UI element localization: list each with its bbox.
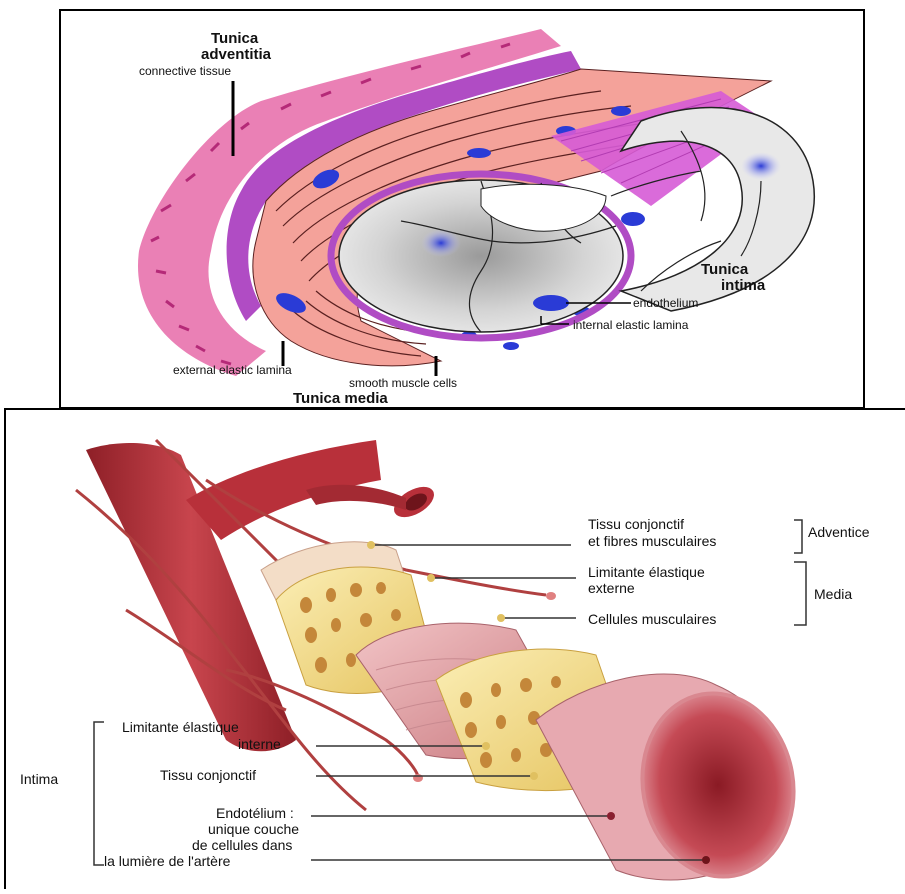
label-tissu-conjonctif-fibres-2: et fibres musculaires [588,533,716,549]
endothelial-nucleus [621,212,645,226]
label-tunica-media: Tunica media [293,390,388,407]
label-limitante-externe-2: externe [588,580,635,596]
label-limitante-externe-1: Limitante élastique [588,564,705,580]
vessel-end [413,774,423,782]
endothelial-nucleus [741,152,781,180]
artery-wall-cross-section-panel: Tunica adventitia connective tissue Tuni… [59,9,865,409]
label-connective-tissue: connective tissue [139,64,231,78]
label-cellules-musculaires: Cellules musculaires [588,611,716,627]
label-endotelium-1: Endotélium : [216,805,294,821]
label-endotelium-4: la lumière de l'artère [104,853,231,869]
label-tunica-intima-1: Tunica [701,261,749,278]
artery-wall-cross-section-diagram: Tunica adventitia connective tissue Tuni… [61,11,863,407]
label-smooth-muscle-cells: smooth muscle cells [349,376,457,390]
label-tissu-conjonctif: Tissu conjonctif [160,767,256,783]
label-limitante-interne-2: interne [238,736,281,752]
label-endothelium: endothelium [633,296,698,310]
endothelium-outer-cells [621,108,814,312]
endothelial-nucleus [421,229,461,257]
label-external-elastic-lamina: external elastic lamina [173,363,292,377]
label-endotelium-3: de cellules dans [192,837,292,853]
label-tissu-conjonctif-fibres-1: Tissu conjonctif [588,516,684,532]
vessel-end [546,592,556,600]
label-limitante-interne-1: Limitante élastique [122,719,239,735]
label-intima: Intima [20,771,58,787]
label-media: Media [814,586,852,602]
label-tunica-adventitia-2: adventitia [201,46,272,63]
artery-layers-illustration-panel: Tissu conjonctif et fibres musculaires A… [4,408,905,889]
artery-layers-illustration: Tissu conjonctif et fibres musculaires A… [6,410,905,889]
endothelial-nucleus [533,295,569,311]
label-endotelium-2: unique couche [208,821,299,837]
label-tunica-adventitia-1: Tunica [211,30,259,47]
label-internal-elastic-lamina: internal elastic lamina [573,318,689,332]
label-tunica-intima-2: intima [721,277,766,294]
label-adventice: Adventice [808,524,870,540]
